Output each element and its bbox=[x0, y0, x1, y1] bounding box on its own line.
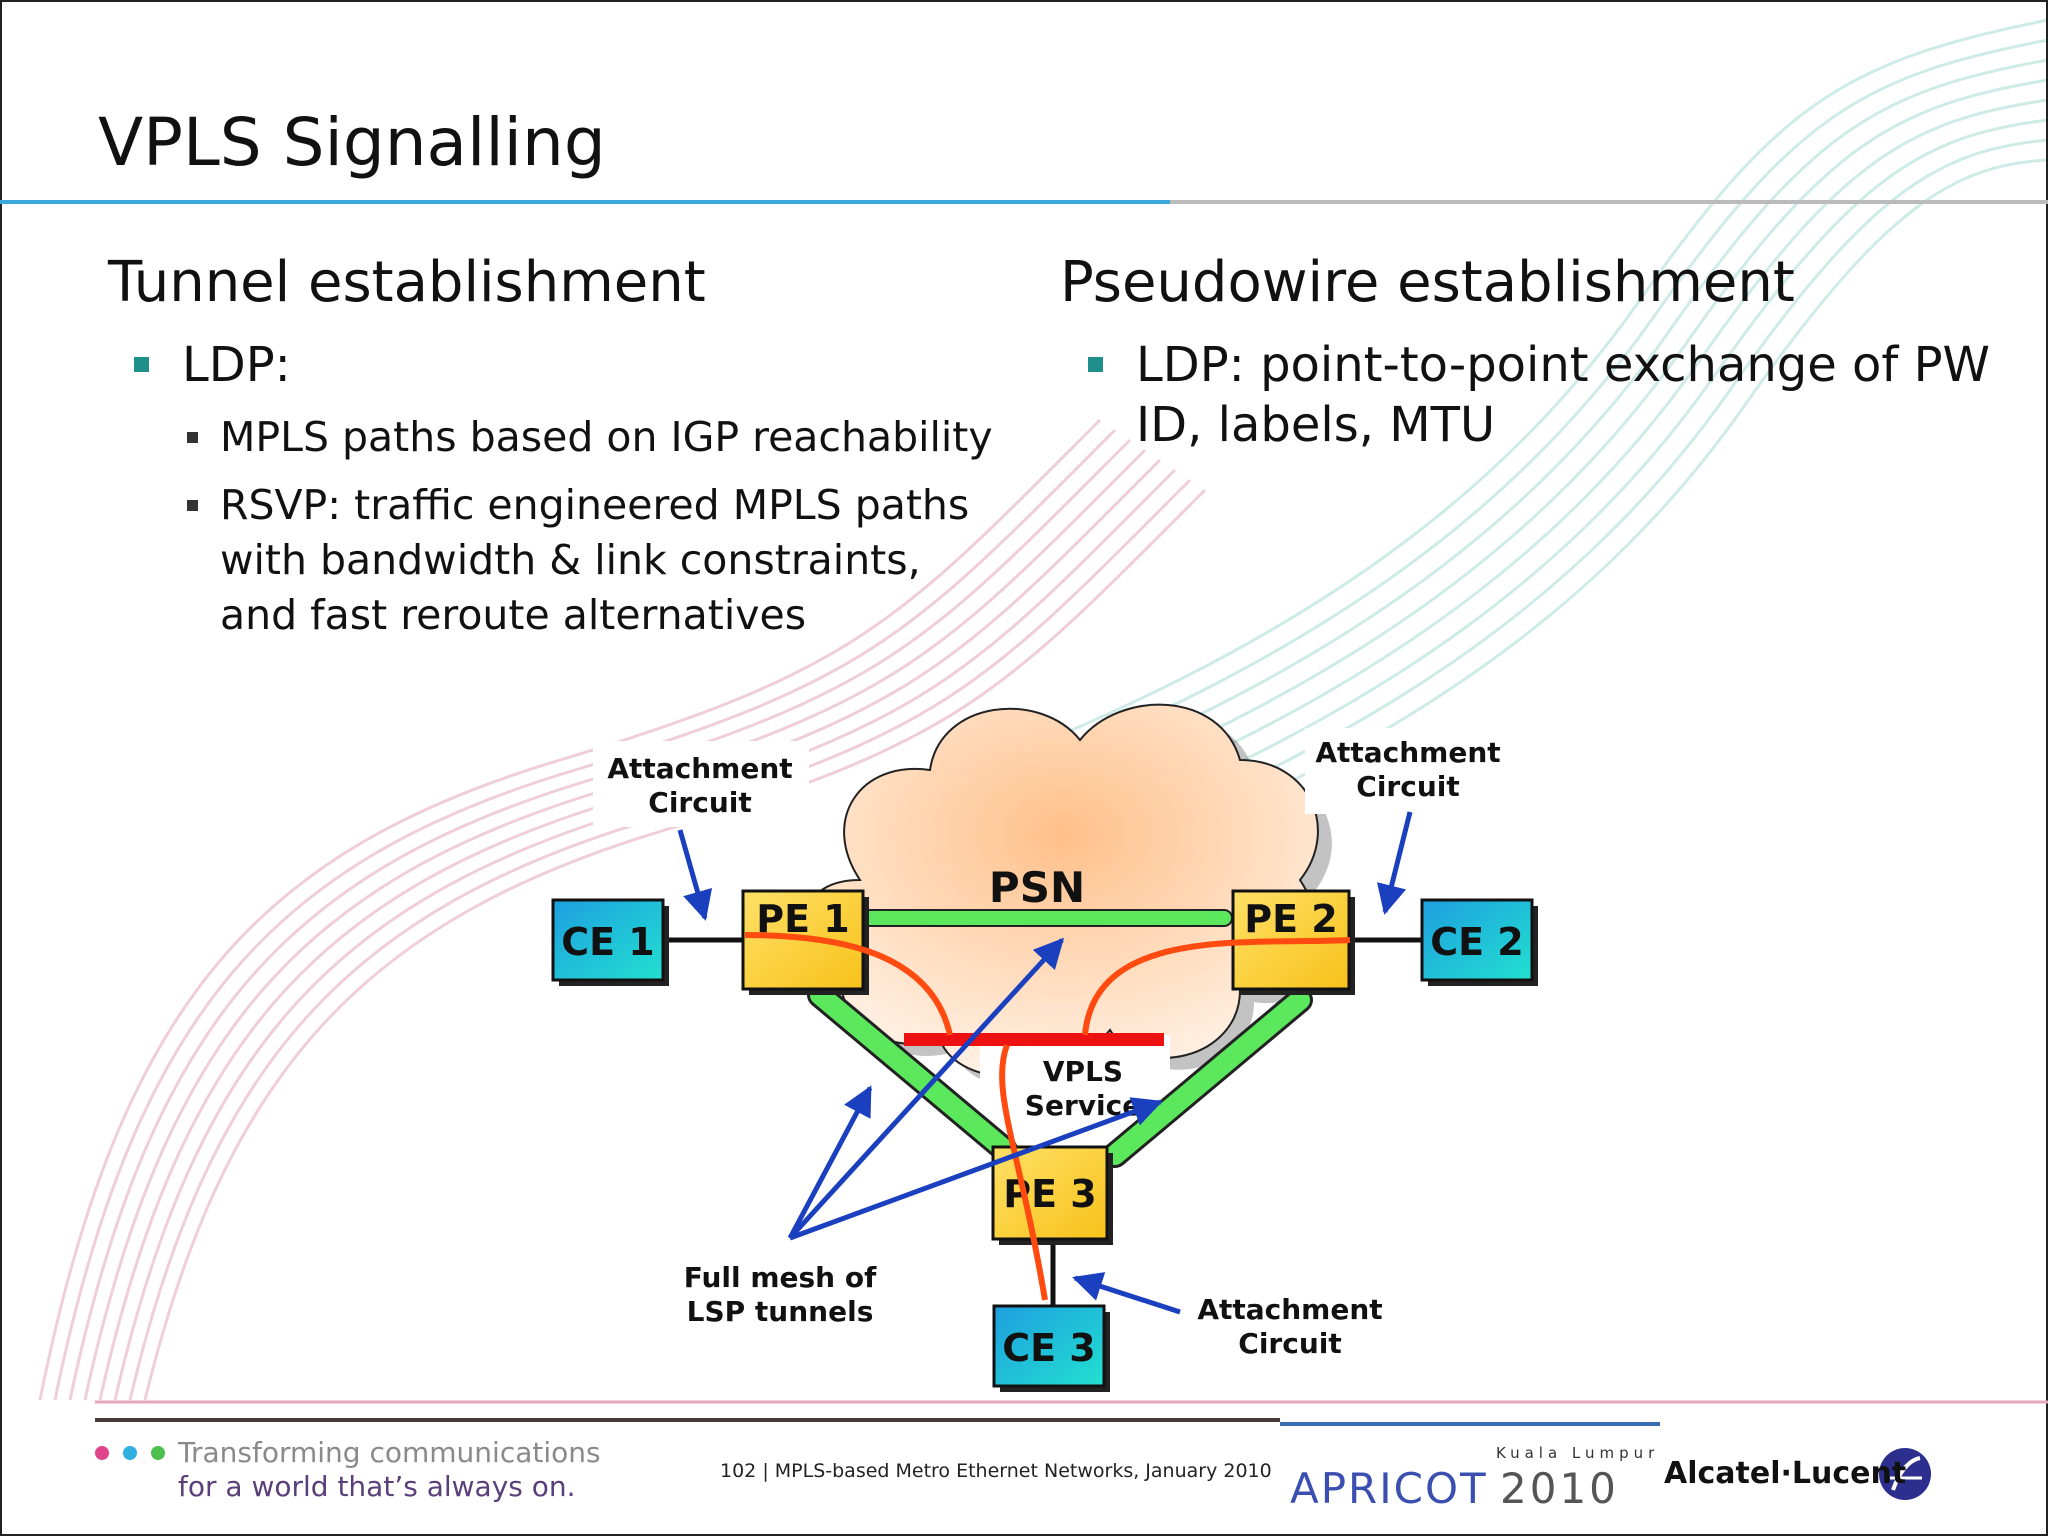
pseudowires bbox=[744, 932, 1351, 1301]
tunnel-pe1-pe2 bbox=[861, 909, 1233, 927]
sub-bullet-rsvp: RSVP: traffic engineered MPLS paths with… bbox=[187, 478, 970, 643]
tagline-line2: for a world that’s always on. bbox=[178, 1470, 576, 1503]
sub-bullet-text: RSVP: traffic engineered MPLS paths bbox=[220, 481, 970, 529]
alcatel-lucent-logo-icon bbox=[1879, 1448, 1931, 1500]
attachment-bottom-line2: Circuit bbox=[1238, 1327, 1341, 1360]
brand-name: Alcatel·Lucent bbox=[1664, 1456, 1907, 1491]
dot-icon bbox=[95, 1446, 109, 1460]
event-location: Kuala Lumpur bbox=[1496, 1444, 1660, 1462]
ce3-node: CE 3 bbox=[992, 1304, 1110, 1392]
pw-ldp-bullet: LDP: point-to-point exchange of PW ID, l… bbox=[1088, 335, 1990, 455]
ce2-node: CE 2 bbox=[1420, 898, 1538, 986]
psn-cloud bbox=[808, 703, 1332, 1089]
vpls-service-bar bbox=[904, 1033, 1164, 1046]
attachment-right-line1: Attachment bbox=[1315, 736, 1500, 769]
caption-separator: | bbox=[762, 1460, 775, 1482]
bullet-marker bbox=[1088, 357, 1103, 372]
slide-title: VPLS Signalling bbox=[98, 104, 606, 181]
ce1-label: CE 1 bbox=[561, 920, 655, 964]
pe3-label: PE 3 bbox=[1003, 1172, 1096, 1216]
label-bg bbox=[1305, 728, 1515, 814]
ce2-label: CE 2 bbox=[1430, 920, 1524, 964]
lsp-tunnels bbox=[807, 909, 1313, 1168]
dot-icon bbox=[151, 1446, 165, 1460]
ce1-node: CE 1 bbox=[551, 898, 669, 986]
label-bg bbox=[593, 741, 809, 827]
tunnel-pe1-pe3 bbox=[810, 985, 1015, 1160]
pw-pe3 bbox=[999, 1043, 1048, 1301]
mesh-label-line1: Full mesh of bbox=[684, 1261, 877, 1294]
tunnel-heading: Tunnel establishment bbox=[108, 250, 706, 315]
sub-bullet-text: with bandwidth & link constraints, bbox=[220, 536, 921, 584]
attachment-left-line2: Circuit bbox=[648, 786, 751, 819]
pw-pe1 bbox=[744, 932, 953, 1036]
bullet-marker bbox=[134, 357, 149, 372]
service-label-line1: VPLS bbox=[1043, 1055, 1123, 1088]
attachment-left-line1: Attachment bbox=[607, 752, 792, 785]
ldp-bullet: LDP: bbox=[134, 335, 291, 395]
sub-bullet-text: MPLS paths based on IGP reachability bbox=[220, 413, 993, 461]
bullet-marker bbox=[187, 500, 198, 511]
sub-bullet-mpls: MPLS paths based on IGP reachability bbox=[187, 410, 993, 465]
event-name: APRICOT bbox=[1290, 1464, 1488, 1513]
pseudowire-heading: Pseudowire establishment bbox=[1060, 250, 1795, 315]
footer-tagline: Transforming communications for a world … bbox=[178, 1436, 601, 1504]
pw-bullet-text: ID, labels, MTU bbox=[1136, 397, 1496, 453]
attachment-bottom-line1: Attachment bbox=[1197, 1293, 1382, 1326]
event-year: 2010 bbox=[1500, 1464, 1619, 1513]
slide-number: 102 bbox=[720, 1460, 757, 1482]
ldp-bullet-text: LDP: bbox=[182, 337, 291, 393]
pw-bullet-text: LDP: point-to-point exchange of PW bbox=[1136, 337, 1990, 393]
psn-label: PSN bbox=[989, 863, 1085, 912]
pe3-node: PE 3 bbox=[991, 1145, 1113, 1245]
attachment-right-line2: Circuit bbox=[1356, 770, 1459, 803]
caption-text: MPLS-based Metro Ethernet Networks, Janu… bbox=[774, 1460, 1272, 1482]
mesh-label-line2: LSP tunnels bbox=[687, 1295, 874, 1328]
attachment-lines bbox=[665, 937, 1425, 1305]
footer-caption: 102 | MPLS-based Metro Ethernet Networks… bbox=[720, 1460, 1272, 1482]
tagline-line1: Transforming communications bbox=[178, 1436, 601, 1469]
pe2-label: PE 2 bbox=[1244, 897, 1337, 941]
pw-pe2 bbox=[1082, 937, 1351, 1036]
bullet-marker bbox=[187, 432, 198, 443]
dot-icon bbox=[123, 1446, 137, 1460]
pointer-arrows bbox=[677, 811, 1413, 1315]
tunnel-pe2-pe3 bbox=[1105, 990, 1310, 1165]
sub-bullet-text: and fast reroute alternatives bbox=[220, 591, 807, 639]
ce3-label: CE 3 bbox=[1002, 1326, 1096, 1370]
